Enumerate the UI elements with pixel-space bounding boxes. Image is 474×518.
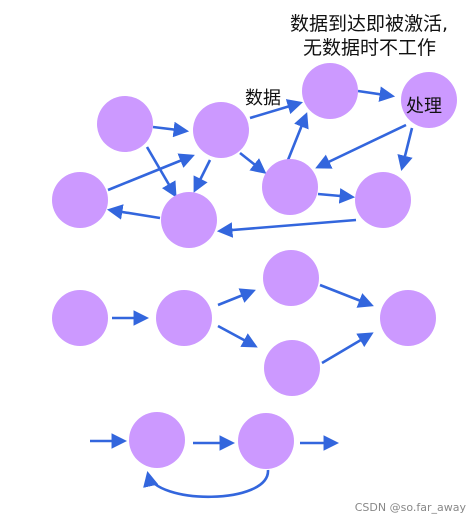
node: [355, 172, 411, 228]
edge: [315, 123, 407, 169]
watermark: CSDN @so.far_away: [354, 501, 466, 514]
process-label: 处理: [406, 96, 442, 117]
edge: [217, 324, 258, 348]
node: [193, 102, 249, 158]
edge: [193, 159, 212, 193]
feedback-edge: [143, 469, 270, 499]
caption-line-1: 数据到达即被激活,: [290, 13, 449, 35]
node: [264, 340, 320, 396]
edge: [107, 153, 195, 192]
edge: [317, 188, 356, 204]
node: [156, 290, 212, 346]
node: [238, 413, 294, 469]
edge: [106, 204, 161, 220]
node: [129, 412, 185, 468]
edge: [152, 121, 190, 138]
node: [401, 72, 457, 128]
data-label: 数据: [245, 88, 281, 109]
edge: [357, 86, 396, 102]
node: [52, 172, 108, 228]
edge: [239, 151, 267, 174]
node: [380, 290, 436, 346]
edge: [217, 288, 256, 307]
node: [161, 192, 217, 248]
caption-line-2: 无数据时不工作: [303, 37, 437, 59]
edge: [321, 332, 374, 365]
edge: [397, 127, 414, 172]
edge: [145, 146, 177, 198]
edge: [216, 218, 357, 238]
node: [263, 250, 319, 306]
edge: [249, 99, 303, 120]
node: [262, 159, 318, 215]
edge: [319, 283, 374, 308]
edge: [286, 112, 309, 161]
node: [97, 96, 153, 152]
node: [302, 63, 358, 119]
node: [52, 290, 108, 346]
